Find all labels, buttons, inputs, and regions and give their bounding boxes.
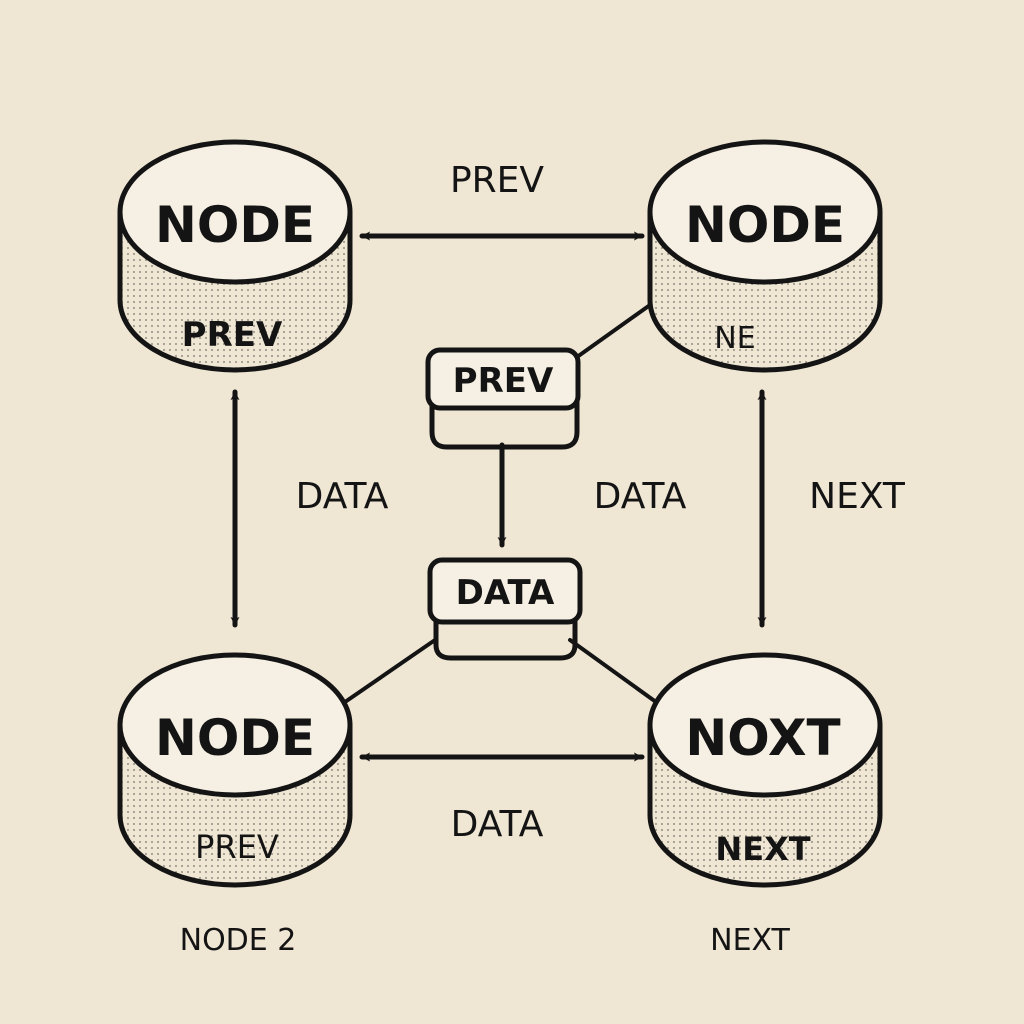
box-top [427,557,583,625]
node-top [647,652,883,798]
node-field-label: NE [714,321,755,356]
edge-label-left: DATA [296,476,389,517]
caption-bottom-left: NODE 2 [180,923,297,958]
connector-line [343,638,437,704]
node-title: NODE [155,196,315,254]
node-bottom-left: NODE PREV [117,652,353,888]
node-top-left: NODE PREV [117,139,353,373]
node-top [117,652,353,798]
caption-bottom-right: NEXT [710,923,790,958]
edge-label-bottom: DATA [451,804,544,845]
node-title: NOXT [685,709,840,767]
node-top [647,139,883,285]
node-field-label: PREV [182,315,283,355]
center-box-prev: PREV [425,347,581,450]
edge-label-center: DATA [594,476,687,517]
box-top [425,347,581,411]
node-title: NODE [685,196,845,254]
node-top [117,139,353,285]
box-label: PREV [453,361,554,401]
node-title: NODE [155,709,315,767]
node-field-label: NEXT [715,830,810,868]
node-field-label: PREV [195,828,279,866]
node-top-right: NODE NE [647,139,883,373]
connector-line [568,303,652,364]
node-bottom-right: NOXT NEXT [647,652,883,888]
connector-line [568,638,658,704]
box-label: DATA [456,573,555,613]
edge-label-top: PREV [450,160,544,201]
edge-label-right: NEXT [809,476,906,517]
center-box-data: DATA [427,557,583,661]
